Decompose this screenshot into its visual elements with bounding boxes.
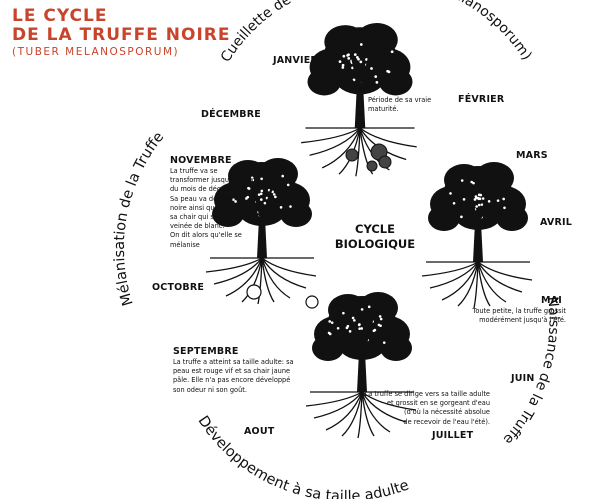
center-label-line-2: BIOLOGIQUE (334, 237, 416, 251)
note-juillet: La truffe se dirige vers sa taille adult… (362, 390, 490, 427)
tree-winter (301, 23, 417, 177)
truffle-icon (378, 155, 392, 169)
note-line: (d'où la nécessité absolue (404, 408, 490, 417)
note-line: noire ainsi que (170, 203, 219, 212)
note-novembre: La truffe va se transformer jusqu'à la f… (170, 167, 253, 250)
note-line: sa chair qui sera (170, 213, 225, 222)
note-mai: Toute petite, la truffe grossit modéréme… (470, 307, 566, 325)
month-avril: AVRIL (540, 217, 572, 228)
month-janvier: JANVIER (273, 55, 318, 66)
month-octobre: OCTOBRE (152, 282, 205, 293)
note-line: pâle. Elle n'a pas encore développé (173, 376, 291, 385)
truffle-icon (246, 284, 262, 300)
note-line: peau est rouge vif et sa chair jaune (173, 367, 291, 376)
truffle-icon (366, 160, 378, 172)
truffle-icon (305, 295, 319, 309)
trees-layer (205, 23, 533, 439)
title-line-1: LE CYCLE (12, 6, 108, 26)
note-line: modérément jusqu'à l'été. (479, 316, 566, 325)
note-line: maturité. (368, 105, 399, 114)
note-line: de recevoir de l'eau l'été). (403, 417, 490, 426)
note-line: La truffe va se (170, 167, 218, 175)
center-label: CYCLE BIOLOGIQUE (330, 222, 420, 252)
tree-autumn (205, 158, 317, 305)
tree-spring (421, 162, 533, 309)
arc-text-left: Mélanisation de la Truffe (112, 129, 167, 307)
note-line: du mois de décembre. (170, 185, 244, 194)
note-line: son odeur ni son goût. (173, 385, 247, 394)
note-line: La truffe a atteint sa taille adulte: sa (173, 358, 294, 366)
month-juin: JUIN (511, 373, 535, 384)
month-novembre: NOVEMBRE (170, 155, 232, 166)
arc-label-left: Mélanisation de la Truffe (112, 129, 167, 307)
note-line: Sa peau va devenir (170, 194, 234, 203)
month-mars: MARS (516, 150, 548, 161)
note-line: mélanise (170, 240, 200, 249)
note-line: et grossit en se gorgeant d'eau (386, 399, 490, 408)
note-line: La truffe se dirige vers sa taille adult… (364, 390, 490, 398)
note-line: Toute petite, la truffe grossit (472, 307, 566, 315)
title-line-2: DE LA TRUFFE NOIRE (12, 25, 231, 45)
note-line: veinée de blanc. (170, 222, 225, 231)
truffle-icon (345, 148, 359, 162)
month-juillet: JUILLET (432, 430, 474, 441)
title-line-3: (TUBER MELANOSPORUM) (12, 46, 180, 58)
note-janvier: Période de sa vraie maturité. (368, 96, 431, 114)
month-septembre: SEPTEMBRE (173, 346, 239, 357)
note-line: On dit alors qu'elle se (170, 231, 242, 240)
note-line: transformer jusqu'à la fin (170, 176, 254, 185)
month-aout: AOUT (244, 426, 275, 437)
month-decembre: DÉCEMBRE (201, 109, 261, 120)
tree-summer (305, 292, 417, 439)
note-septembre: La truffe a atteint sa taille adulte: sa… (173, 358, 294, 395)
center-label-line-1: CYCLE (355, 222, 395, 236)
month-mai: MAI (541, 295, 562, 306)
note-line: Période de sa vraie (368, 96, 432, 104)
month-fevrier: FÉVRIER (458, 94, 505, 105)
